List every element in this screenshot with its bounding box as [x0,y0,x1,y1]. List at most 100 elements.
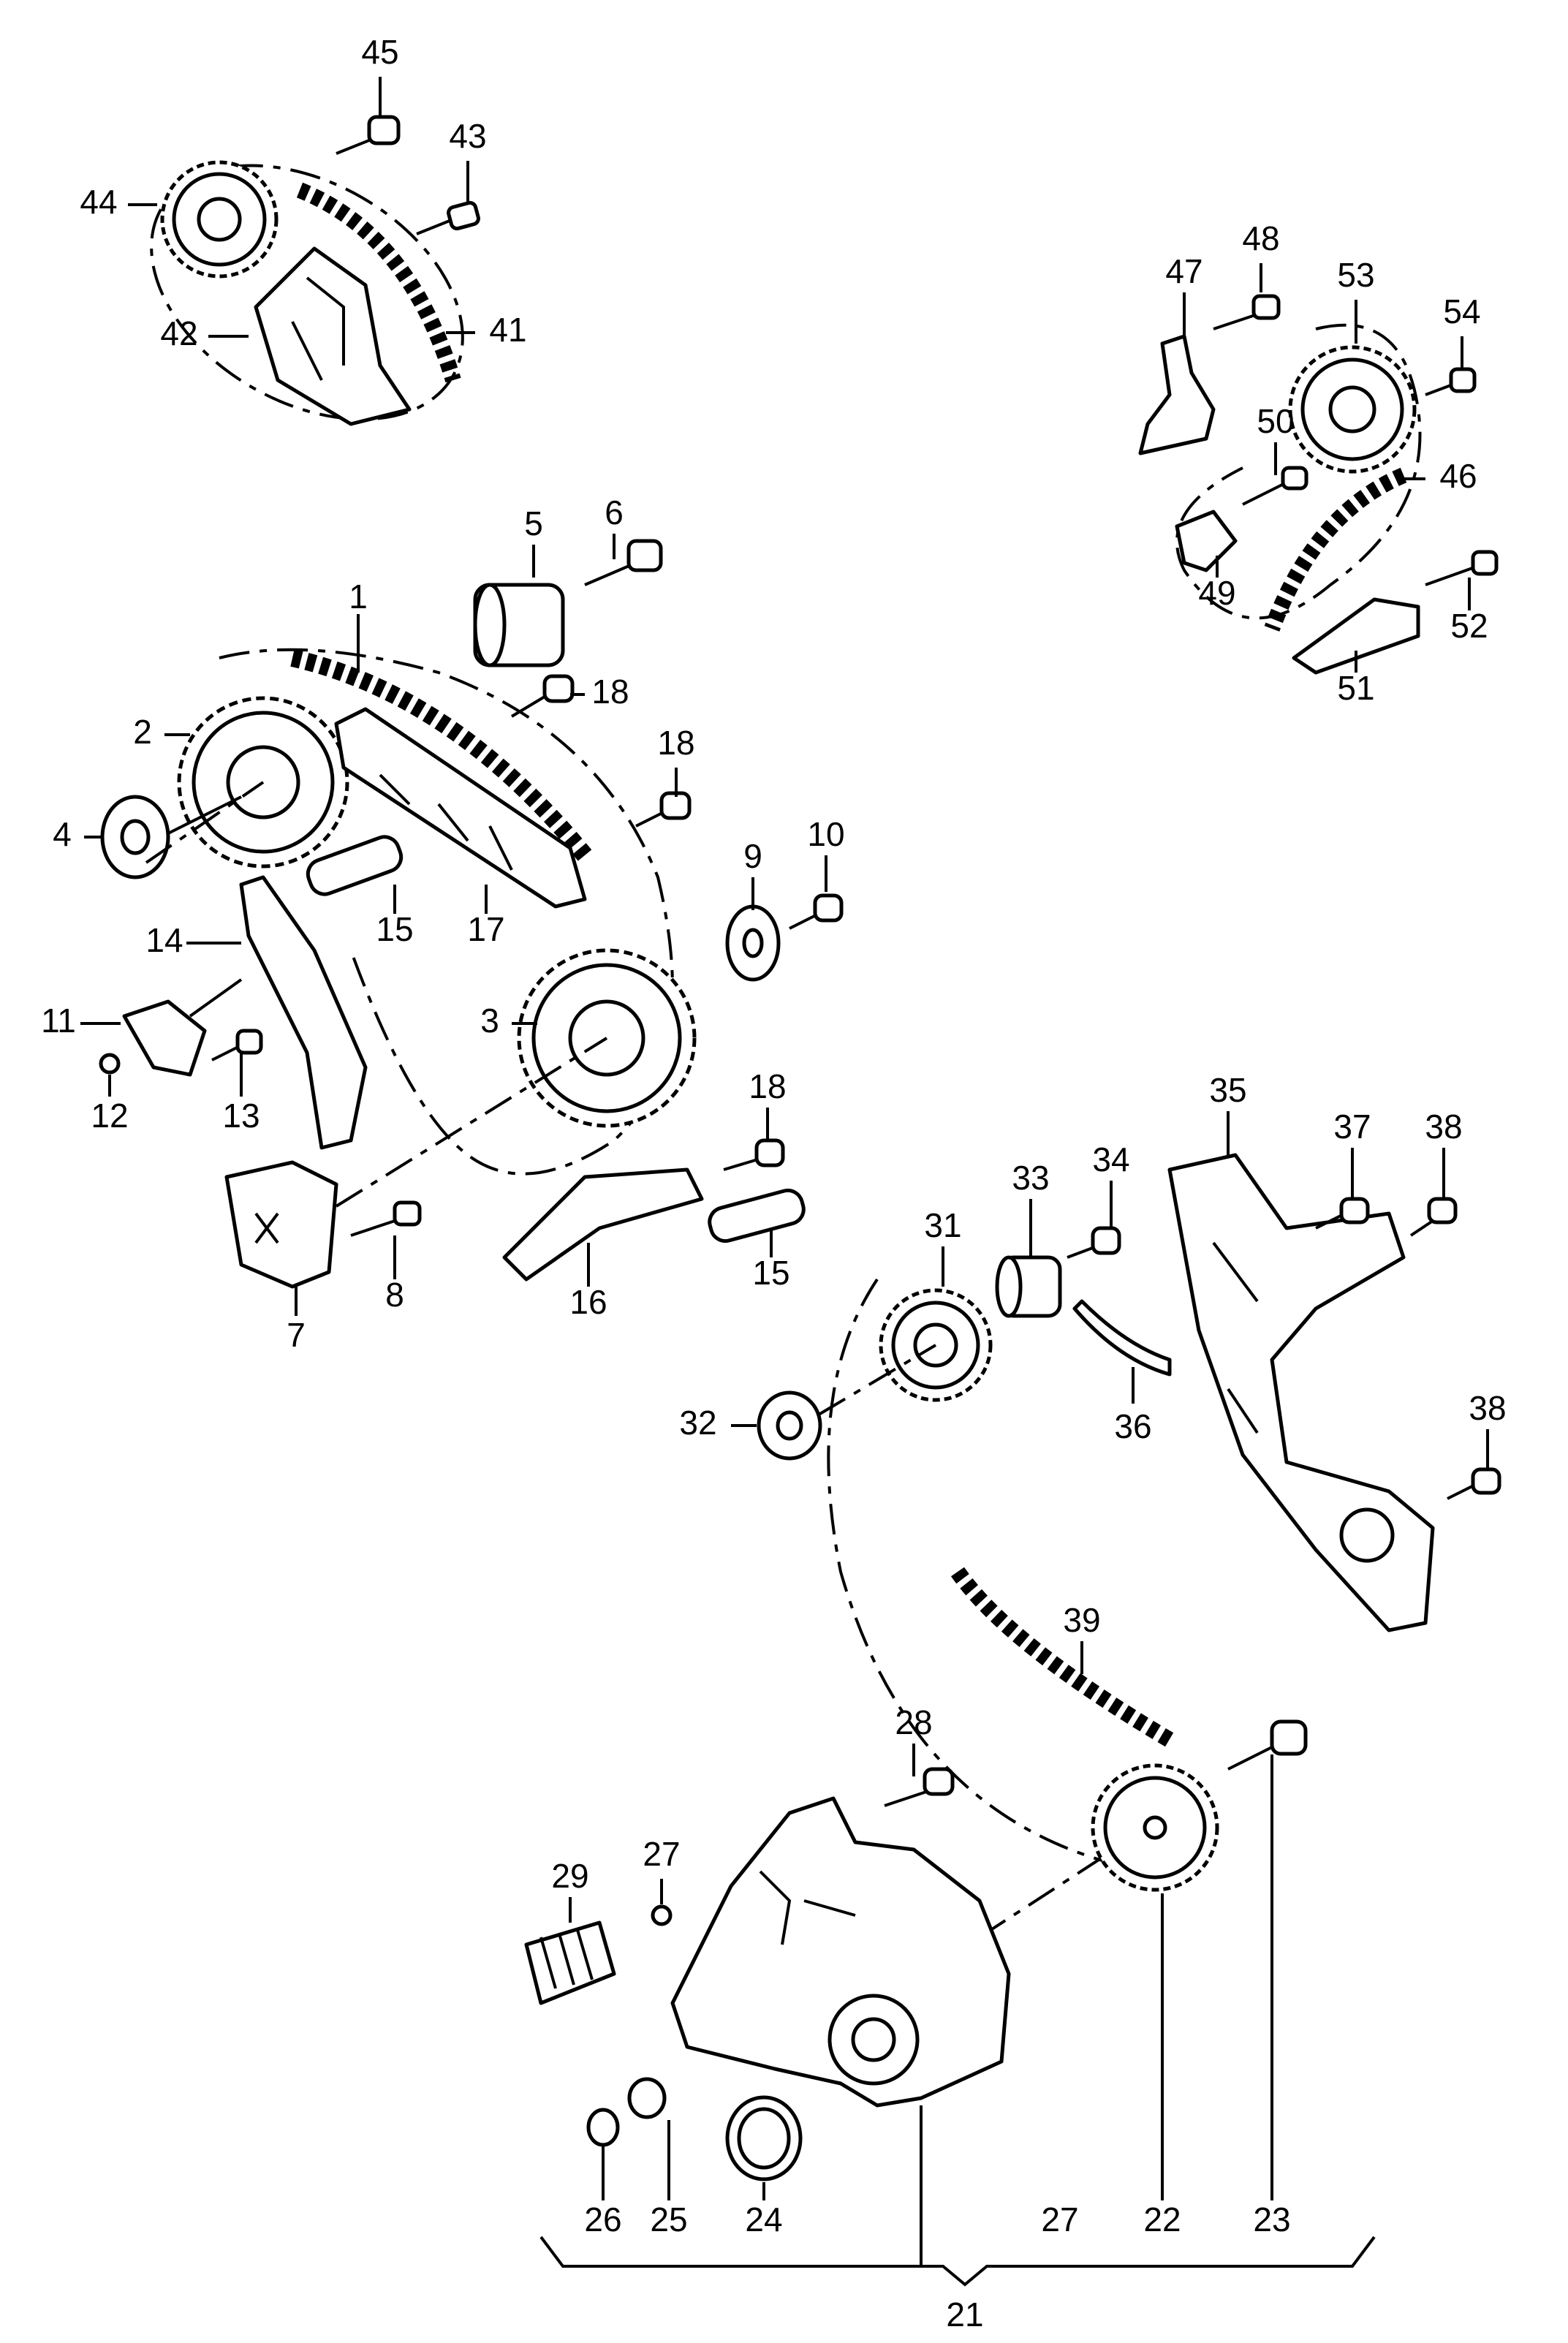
guide-17 [334,707,587,909]
callout-32: 32 [679,1404,716,1442]
washer-32 [757,1344,937,1461]
chain-46 [1264,467,1407,632]
ring-26 [586,2108,620,2147]
sprocket-22 [1091,1763,1219,1892]
callout-13: 13 [222,1097,260,1135]
bolt-45 [336,115,401,155]
chain-39 [950,1567,1174,1747]
bolt-13 [211,1029,263,1061]
chain-guide-42 [254,246,412,426]
callout-48: 48 [1242,219,1279,257]
callout-9: 9 [743,837,762,875]
bolt-8 [350,1200,422,1237]
cover-7 [224,1160,338,1289]
callout-46: 46 [1439,457,1477,495]
callout-29: 29 [551,1857,588,1895]
callout-31: 31 [924,1206,961,1244]
bolt-10 [789,893,844,930]
callout-12: 12 [91,1097,128,1135]
callout-11: 11 [41,1002,76,1040]
callout-10: 10 [807,815,844,853]
guide-14 [239,875,368,1150]
bolt-54 [1425,367,1477,396]
bolt-28 [884,1767,955,1807]
callout-50: 50 [1257,402,1294,440]
group-bottom [524,1719,1376,2287]
pin-15a [306,835,404,896]
callout-35: 35 [1209,1071,1246,1109]
callout-38b: 38 [1469,1389,1506,1427]
callout-41: 41 [489,311,526,349]
callout-18a: 18 [591,673,629,711]
callout-45: 45 [361,33,398,71]
bolt-34 [1067,1226,1121,1259]
callout-33: 33 [1012,1159,1049,1197]
callout-18b: 18 [657,724,694,762]
callout-7: 7 [287,1316,306,1354]
chain-36 [1072,1299,1172,1377]
callout-53: 53 [1337,256,1374,294]
callout-44: 44 [80,183,117,221]
callout-18c: 18 [749,1067,786,1105]
ring-12 [99,1053,121,1075]
guide-35 [1167,1153,1435,1632]
seal-24 [725,2095,803,2181]
ring-25 [627,2077,667,2119]
chain-41 [296,182,461,383]
callout-34: 34 [1092,1140,1129,1178]
bolt-18b [635,791,692,828]
bushing-33 [995,1255,1062,1318]
callout-1: 1 [349,578,368,616]
callout-17: 17 [467,910,504,948]
bolt-23 [1227,1719,1308,1771]
callout-4: 4 [53,815,72,853]
callout-52: 52 [1450,607,1488,645]
callout-15b: 15 [752,1254,789,1292]
spring-29 [524,1920,616,2005]
bolt-6 [584,539,663,586]
group-middle-right [731,1111,1501,1873]
callout-6: 6 [605,493,624,531]
callout-47: 47 [1165,252,1202,290]
bolt-52 [1425,550,1499,586]
washer-9 [725,904,781,982]
callout-27b: 27 [1041,2200,1078,2238]
callout-15a: 15 [376,910,413,948]
bushing-5 [473,583,565,667]
sprocket-53 [1288,345,1417,474]
callout-25: 25 [650,2200,687,2238]
callout-14: 14 [145,921,183,959]
bolt-18a [510,674,575,718]
callout-24: 24 [745,2200,782,2238]
callout-8: 8 [385,1276,404,1314]
group-top-right [1138,263,1499,675]
callout-51: 51 [1337,669,1374,707]
guide-51 [1292,597,1420,675]
pin-15b [708,1188,806,1244]
callout-26: 26 [584,2200,621,2238]
callout-23: 23 [1253,2200,1290,2238]
bolt-38a [1409,1197,1458,1237]
callout-39: 39 [1063,1601,1100,1639]
callout-38a: 38 [1425,1108,1462,1146]
chain-1 [290,649,592,861]
group-middle-left [80,534,844,1316]
guide-47 [1138,334,1216,455]
callout-54: 54 [1443,292,1480,330]
callout-16: 16 [569,1283,607,1321]
callout-22: 22 [1143,2200,1181,2238]
callout-21: 21 [946,2295,983,2333]
callout-36: 36 [1114,1407,1151,1445]
callout-5: 5 [524,504,543,542]
callout-37: 37 [1333,1108,1371,1146]
callout-labels: 1 2 3 4 5 6 7 8 9 10 11 12 13 14 15 15 1… [41,33,1506,2333]
guide-16 [502,1167,704,1282]
callout-2: 2 [133,713,152,751]
bolt-50 [1242,466,1308,506]
callout-27a: 27 [643,1835,680,1873]
callout-3: 3 [480,1002,499,1040]
bolt-37 [1315,1197,1370,1230]
bolt-43 [416,200,480,235]
sprocket-44 [160,160,279,279]
